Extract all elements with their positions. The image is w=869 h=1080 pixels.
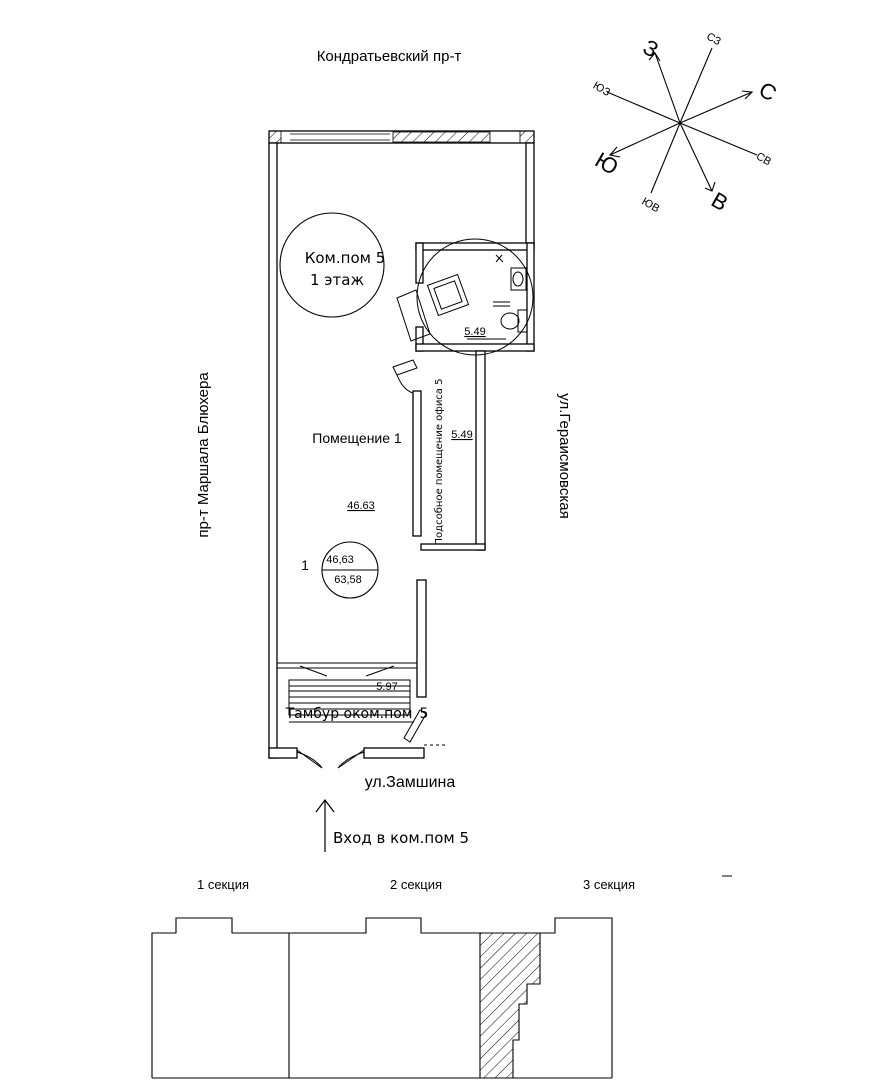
summary-index: 1 [301,557,309,573]
compass-se-label: ЮВ [640,196,662,216]
street-south-label: ул.Замшина [365,774,456,791]
compass-east-label: В [707,187,732,216]
section-1-label: 1 секция [197,877,249,892]
vestibule-label: Тамбур оком.пом [285,706,413,722]
entrance-label: Вход в ком.пом 5 [333,829,469,847]
section-3-label: 3 секция [583,877,635,892]
main-room-label: Помещение 1 [312,430,402,446]
storage-door [392,359,418,394]
summary-top-value: 46,63 [326,554,354,566]
compass-west-label: З [639,34,663,62]
vestibule [277,662,445,769]
vestibule-area: 5.97 [376,681,397,693]
compass-south-label: Ю [591,147,623,180]
room-tag-line2: 1 этаж [310,271,364,289]
storage-room-label: Подсобное помещение офиса 5 [434,379,445,546]
compass-nw-label: СЗ [704,31,723,49]
room-tag-line1: Ком.пом 5 [305,249,386,267]
main-room-area: 46.63 [347,500,375,512]
wc-area: 5.49 [464,326,485,338]
sections-outline [151,917,613,1079]
vestibule-number: 5 [420,706,429,722]
room-tag-circle [279,212,385,318]
compass-ne-label: СВ [754,150,773,168]
street-east-label: ул.Гераисмовская [556,393,573,518]
highlighted-unit [479,932,541,1079]
north-windows [268,130,535,144]
storage-area: 5.49 [451,429,472,441]
wc-fixtures [396,238,534,356]
street-north-label: Кондратьевский пр-т [317,48,462,65]
compass-sw-label: ЮЗ [591,80,613,99]
section-2-label: 2 секция [390,877,442,892]
street-west-label: пр-т Маршала Блюхера [195,372,212,538]
summary-bottom-value: 63,58 [334,574,362,586]
compass-rose [606,47,758,194]
entrance-arrow [315,799,335,852]
compass-north-label: С [755,77,781,107]
